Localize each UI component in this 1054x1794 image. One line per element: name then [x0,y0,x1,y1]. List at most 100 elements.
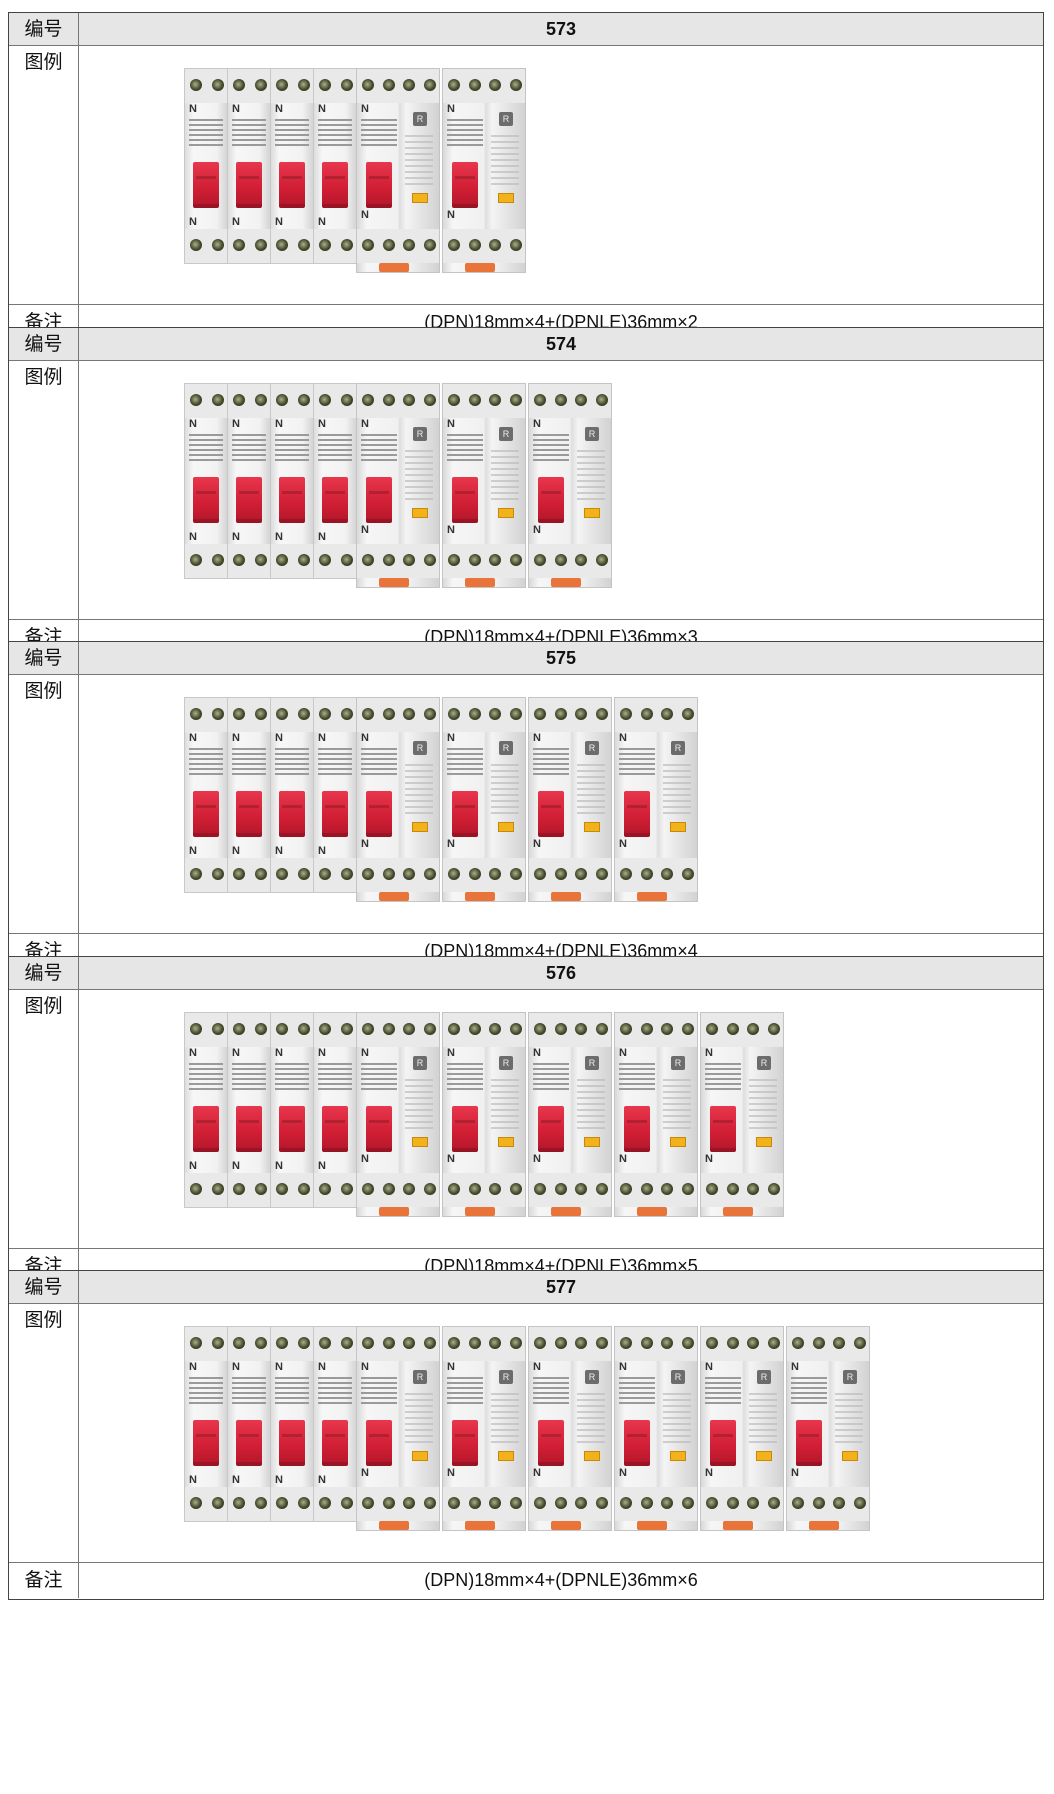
terminal-screw-icon [726,1022,739,1035]
rating-print [275,433,309,464]
bottom-terminal [314,1172,356,1207]
neutral-mark: N [232,417,240,430]
terminal-screw-icon [661,1022,674,1035]
rating-print [619,748,655,778]
number-row: 编号 576 [9,956,1043,990]
breaker-toggle [236,476,262,523]
rating-print [318,433,352,464]
terminal-screw-icon [554,1022,567,1035]
breaker-toggle [193,1105,219,1152]
terminal-screw-icon [534,1022,546,1035]
neutral-mark: N [232,1474,240,1486]
top-terminal [185,69,227,103]
terminal-screw-icon [233,1022,245,1035]
terminal-screw-icon [468,708,481,720]
neutral-mark: N [318,1474,326,1486]
top-terminal [185,383,227,418]
breaker-toggle [710,1105,736,1152]
rating-print [447,433,483,464]
top-terminal [529,698,611,732]
test-button [670,822,686,832]
terminal-screw-icon [382,868,395,880]
test-button [498,1136,514,1147]
terminal-screw-icon [792,1337,804,1349]
top-terminal [271,1327,313,1361]
test-button [670,1136,686,1147]
circuit-diagram-print [577,764,605,814]
terminal-screw-icon [424,1182,436,1195]
terminal-screw-icon [276,1337,288,1349]
number-value: 577 [545,1277,577,1297]
terminal-screw-icon [255,393,267,406]
terminal-screw-icon [190,79,202,91]
breaker-toggle [366,476,392,523]
din-clip [551,1206,581,1216]
circuit-diagram-print [405,1078,433,1129]
terminal-screw-icon [554,1182,567,1195]
breaker-toggle [538,791,564,837]
neutral-mark: N [318,103,326,115]
terminal-screw-icon [468,79,481,91]
terminal-screw-icon [596,708,608,720]
neutral-mark: N [189,216,197,228]
test-button [584,822,600,832]
circuit-diagram-print [491,764,519,814]
test-button [756,1136,772,1147]
terminal-screw-icon [510,1182,522,1195]
terminal-screw-icon [468,868,481,880]
terminal-screw-icon [620,868,632,880]
terminal-screw-icon [596,553,608,566]
terminal-screw-icon [233,1182,245,1195]
terminal-screw-icon [362,1497,374,1509]
terminal-screw-icon [255,79,267,91]
terminal-screw-icon [792,1497,804,1509]
terminal-screw-icon [620,1337,632,1349]
top-terminal [228,1327,270,1361]
rating-print [791,1377,827,1407]
breaker-toggle [366,1105,392,1152]
rating-print [619,1062,655,1093]
neutral-mark: N [232,1046,240,1059]
breaker-toggle [322,162,348,208]
top-terminal [701,1327,783,1361]
terminal-screw-icon [362,1182,374,1195]
bottom-terminal [185,858,227,892]
rating-print [189,119,223,149]
rating-print [361,433,397,464]
din-clip [465,1206,495,1216]
terminal-screw-icon [620,1022,632,1035]
neutral-mark: N [361,1361,369,1373]
breaker-toggle [322,476,348,523]
neutral-mark: N [275,530,283,543]
bottom-terminal [357,1487,439,1521]
breaker-toggle [366,1420,392,1466]
terminal-screw-icon [298,1337,310,1349]
terminal-screw-icon [510,239,522,251]
reset-r-icon: R [757,1055,771,1070]
neutral-mark: N [361,1152,369,1165]
top-terminal [228,383,270,418]
top-terminal [185,698,227,732]
terminal-screw-icon [382,1022,395,1035]
top-terminal [529,383,611,418]
circuit-diagram-print [577,1393,605,1443]
terminal-screw-icon [768,1497,780,1509]
circuit-diagram-print [577,449,605,500]
reset-r-icon: R [585,741,599,755]
bottom-terminal [228,229,270,263]
neutral-mark: N [533,1361,541,1373]
bottom-terminal [529,1487,611,1521]
terminal-screw-icon [233,1497,245,1509]
terminal-screw-icon [575,1182,588,1195]
